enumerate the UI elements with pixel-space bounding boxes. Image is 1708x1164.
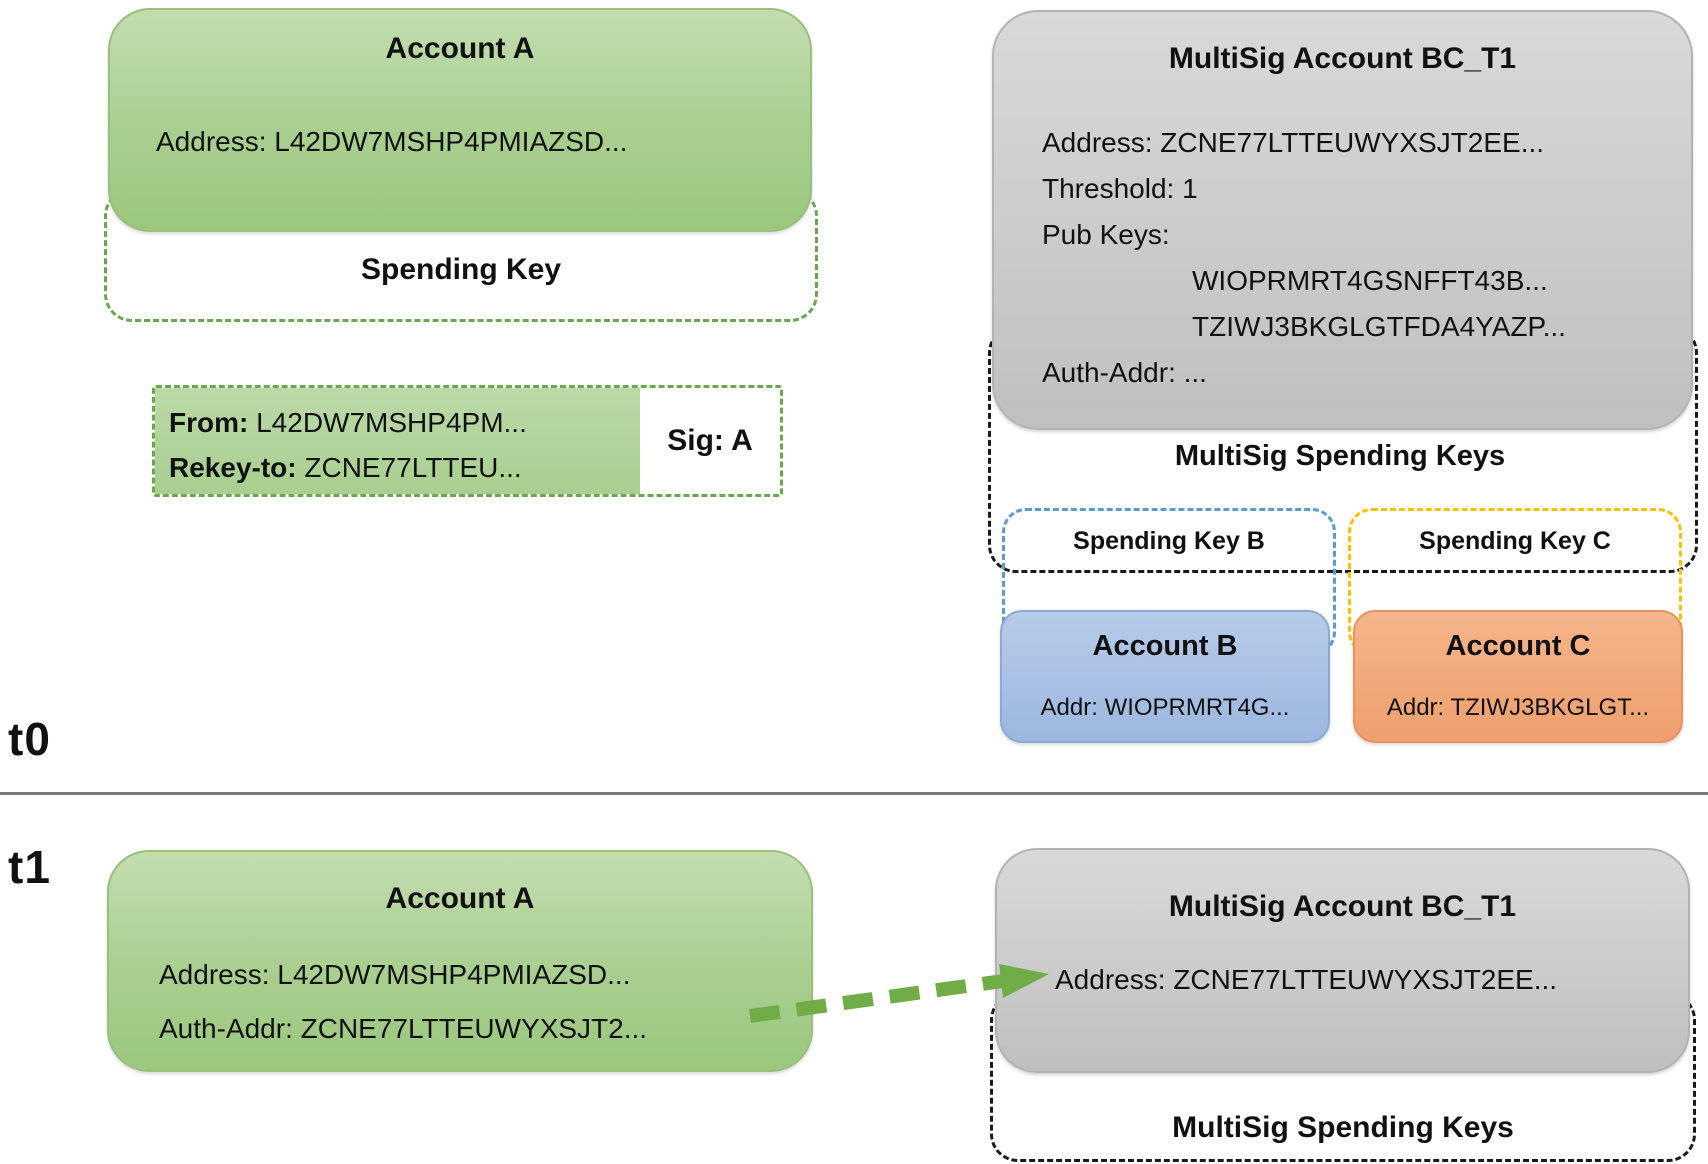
spending-key-c-label: Spending Key C — [1419, 527, 1611, 555]
account-c-box: Account C Addr: TZIWJ3BKGLGT... — [1353, 610, 1683, 743]
txn-rekey-value: ZCNE77LTTEU... — [296, 452, 522, 483]
multisig-account-box-t1: MultiSig Account BC_T1 Address: ZCNE77LT… — [995, 848, 1690, 1073]
txn-signature: Sig: A — [640, 388, 780, 494]
account-b-box: Account B Addr: WIOPRMRT4G... — [1000, 610, 1330, 743]
multisig-threshold-t0: Threshold: 1 — [1042, 173, 1198, 204]
account-a-auth-addr-t1: Auth-Addr: ZCNE77LTTEUWYXSJT2... — [159, 1013, 648, 1044]
account-a-address-t1: Address: L42DW7MSHP4PMIAZSD... — [159, 959, 631, 990]
account-b-address: Addr: WIOPRMRT4G... — [1040, 694, 1290, 721]
account-b-title: Account B — [1092, 630, 1238, 662]
account-a-title-t0: Account A — [385, 32, 535, 65]
multisig-title-t0: MultiSig Account BC_T1 — [1168, 42, 1517, 75]
txn-from-label: From: — [169, 407, 249, 438]
multisig-address-t1: Address: ZCNE77LTTEUWYXSJT2EE... — [1055, 964, 1558, 995]
t1-label: t1 — [8, 841, 51, 893]
txn-rekey-label: Rekey-to: — [169, 452, 297, 483]
account-a-box-t1: Account A Address: L42DW7MSHP4PMIAZSD...… — [107, 850, 813, 1072]
account-a-details-t1: Address: L42DW7MSHP4PMIAZSD... Auth-Addr… — [159, 948, 647, 1056]
multisig-pubkey-2-t0: TZIWJ3BKGLGTFDA4YAZP... — [1192, 311, 1566, 342]
multisig-address-t0: Address: ZCNE77LTTEUWYXSJT2EE... — [1042, 127, 1545, 158]
txn-rekey-line: Rekey-to: ZCNE77LTTEU... — [169, 445, 640, 490]
timeline-divider — [0, 792, 1708, 795]
multisig-account-box-t0: MultiSig Account BC_T1 Address: ZCNE77LT… — [992, 10, 1693, 430]
txn-from-line: From: L42DW7MSHP4PM... — [169, 400, 640, 445]
multisig-pubkeys-label-t0: Pub Keys: — [1042, 219, 1170, 250]
multisig-details-t0: Address: ZCNE77LTTEUWYXSJT2EE... Thresho… — [1042, 120, 1675, 396]
account-c-title: Account C — [1445, 630, 1591, 662]
rekey-transaction-fields: From: L42DW7MSHP4PM... Rekey-to: ZCNE77L… — [155, 388, 640, 494]
multisig-auth-addr-t0: Auth-Addr: ... — [1042, 357, 1207, 388]
rekey-transaction-box: From: L42DW7MSHP4PM... Rekey-to: ZCNE77L… — [152, 385, 783, 497]
multisig-spending-keys-title-t0: MultiSig Spending Keys — [1174, 440, 1506, 472]
multisig-pubkey-1-t0: WIOPRMRT4GSNFFT43B... — [1192, 265, 1548, 296]
account-c-address: Addr: TZIWJ3BKGLGT... — [1386, 694, 1650, 721]
account-a-box-t0: Account A Address: L42DW7MSHP4PMIAZSD... — [108, 8, 812, 232]
t0-label: t0 — [8, 713, 51, 765]
spending-key-a-label: Spending Key — [360, 253, 562, 286]
multisig-title-t1: MultiSig Account BC_T1 — [1168, 890, 1517, 923]
account-a-title-t1: Account A — [385, 882, 535, 915]
rekey-arrow — [749, 964, 1049, 1023]
spending-key-b-label: Spending Key B — [1073, 527, 1265, 555]
multisig-spending-keys-title-t1: MultiSig Spending Keys — [1172, 1111, 1514, 1144]
txn-from-value: L42DW7MSHP4PM... — [248, 407, 527, 438]
account-a-address-t0: Address: L42DW7MSHP4PMIAZSD... — [156, 126, 628, 157]
